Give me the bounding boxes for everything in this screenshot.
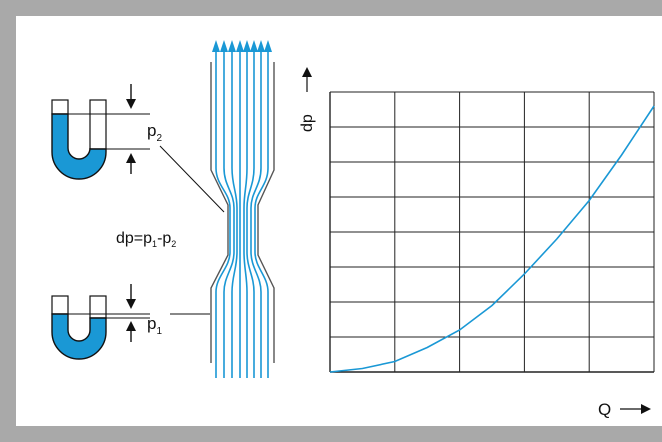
streamline-arrowhead xyxy=(257,40,265,52)
flow-streamlines xyxy=(212,40,272,378)
dp-curve-line xyxy=(329,105,655,373)
streamline xyxy=(215,52,231,378)
streamline xyxy=(246,52,255,378)
dp-vs-q-chart: dp Q xyxy=(299,67,655,419)
streamline xyxy=(250,52,262,378)
venturi-tube xyxy=(210,40,275,378)
streamline-arrowhead xyxy=(220,40,228,52)
manometer-p2-fluid xyxy=(51,113,107,180)
streamline-arrowhead xyxy=(236,40,244,52)
manometer-p1-left-glass xyxy=(51,295,69,315)
p2-label: p2 xyxy=(147,121,162,144)
streamline xyxy=(231,52,238,378)
venturi-right-wall xyxy=(257,62,275,363)
streamline xyxy=(223,52,235,378)
manometer-p1-fluid xyxy=(51,313,107,360)
streamline xyxy=(243,52,248,378)
manometer-p1: p1 xyxy=(51,284,210,360)
streamline-arrowhead xyxy=(243,40,251,52)
chart-grid xyxy=(329,91,655,373)
streamline-arrowhead xyxy=(228,40,236,52)
manometer-p2-left-glass xyxy=(51,99,69,115)
streamline-arrowhead xyxy=(264,40,272,52)
streamline xyxy=(254,52,269,378)
formula-label: dp=p1-p2 xyxy=(116,230,176,249)
manometer-p1-right-glass xyxy=(89,295,107,319)
p1-label: p1 xyxy=(147,314,162,337)
x-axis-label: Q xyxy=(598,400,611,419)
streamline-arrowhead xyxy=(250,40,258,52)
manometer-p2-right-glass xyxy=(89,99,107,150)
y-axis-label: dp xyxy=(299,114,316,132)
venturi-left-wall xyxy=(210,62,229,363)
diagram-panel xyxy=(16,16,662,426)
p2-leader-line xyxy=(159,145,225,213)
streamline-arrowhead xyxy=(212,40,220,52)
manometer-p2: p2 xyxy=(51,84,225,213)
